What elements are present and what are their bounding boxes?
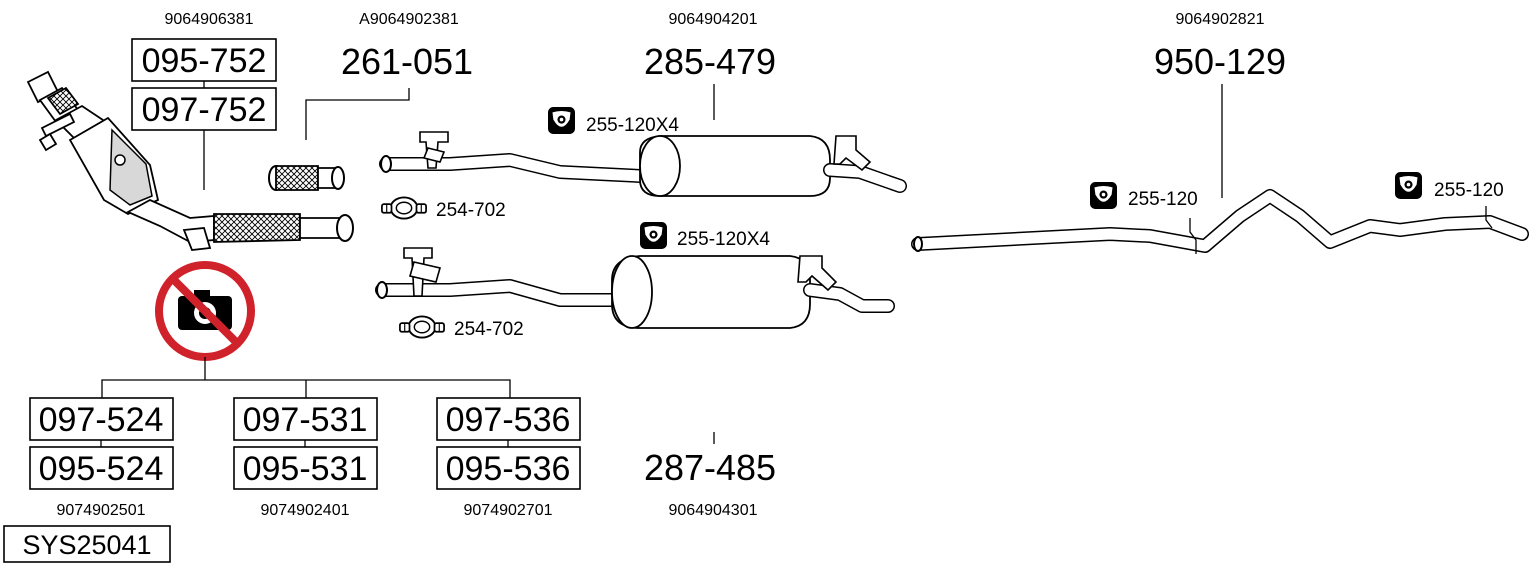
- tail-hanger-label-1: 255-120: [1128, 189, 1198, 210]
- clamp-icon: [398, 315, 446, 339]
- system-code[interactable]: SYS25041: [22, 530, 151, 560]
- catalyst-code-box-1[interactable]: [131, 38, 277, 82]
- variant-group-3: 097-536 095-536 9074902701: [436, 397, 581, 519]
- center-upper-clamp-label: 254-702: [436, 200, 506, 221]
- center-upper-hanger-label: 255-120X4: [586, 115, 679, 136]
- system-code-box[interactable]: [3, 525, 171, 563]
- rubber-hanger-icon: [548, 107, 575, 134]
- catalyst-dpf-drawing[interactable]: [26, 70, 354, 251]
- tail-pipe-drawing[interactable]: [911, 189, 1529, 254]
- variant-code-bottom-1[interactable]: 095-524: [39, 450, 164, 488]
- oem-number-catalyst: 9064906381: [165, 11, 254, 28]
- clamp-icon: [380, 196, 428, 220]
- rubber-hanger-icon: [1395, 172, 1422, 199]
- flex-pipe-drawing[interactable]: [268, 165, 345, 191]
- variant-code-top-3[interactable]: 097-536: [446, 401, 571, 439]
- variant-oem-1: 9074902501: [57, 502, 146, 519]
- center-muffler-lower-code[interactable]: 287-485: [644, 447, 776, 488]
- center-muffler-upper-code[interactable]: 285-479: [644, 41, 776, 82]
- catalyst-code-box-2[interactable]: [131, 87, 277, 131]
- rubber-hanger-icon: [640, 222, 667, 249]
- oem-number-center-lower: 9064904301: [669, 502, 758, 519]
- variant-group-1: 097-524 095-524 9074902501: [29, 397, 174, 519]
- no-photo-prohibited-icon: [155, 261, 255, 361]
- catalyst-code-2[interactable]: 097-752: [142, 91, 267, 129]
- variant-oem-2: 9074902401: [261, 502, 350, 519]
- catalyst-code-1[interactable]: 095-752: [142, 42, 267, 80]
- variant-code-bottom-2[interactable]: 095-531: [243, 450, 368, 488]
- variant-box-top-2[interactable]: [233, 397, 378, 441]
- flex-pipe-leader-line: [305, 88, 410, 140]
- variant-group-2: 097-531 095-531 9074902401: [233, 397, 378, 519]
- oem-number-flex-pipe: A9064902381: [359, 11, 459, 28]
- variant-box-bottom-1[interactable]: [29, 446, 174, 490]
- variant-box-bottom-2[interactable]: [233, 446, 378, 490]
- tail-pipe-code[interactable]: 950-129: [1154, 41, 1286, 82]
- center-muffler-upper-drawing[interactable]: [379, 131, 907, 197]
- rubber-hanger-icon: [1090, 182, 1117, 209]
- variant-code-bottom-3[interactable]: 095-536: [446, 450, 571, 488]
- variant-box-bottom-3[interactable]: [436, 446, 581, 490]
- center-lower-hanger-label: 255-120X4: [677, 229, 770, 250]
- variant-code-top-1[interactable]: 097-524: [39, 401, 164, 439]
- center-lower-clamp-label: 254-702: [454, 319, 524, 340]
- oem-number-center-upper: 9064904201: [669, 11, 758, 28]
- oem-number-tail-pipe: 9064902821: [1176, 11, 1265, 28]
- center-muffler-lower-drawing[interactable]: [375, 247, 895, 329]
- tail-hanger-label-2: 255-120: [1434, 180, 1504, 201]
- flex-pipe-code[interactable]: 261-051: [341, 41, 473, 82]
- variant-code-top-2[interactable]: 097-531: [243, 401, 368, 439]
- variant-oem-3: 9074902701: [464, 502, 553, 519]
